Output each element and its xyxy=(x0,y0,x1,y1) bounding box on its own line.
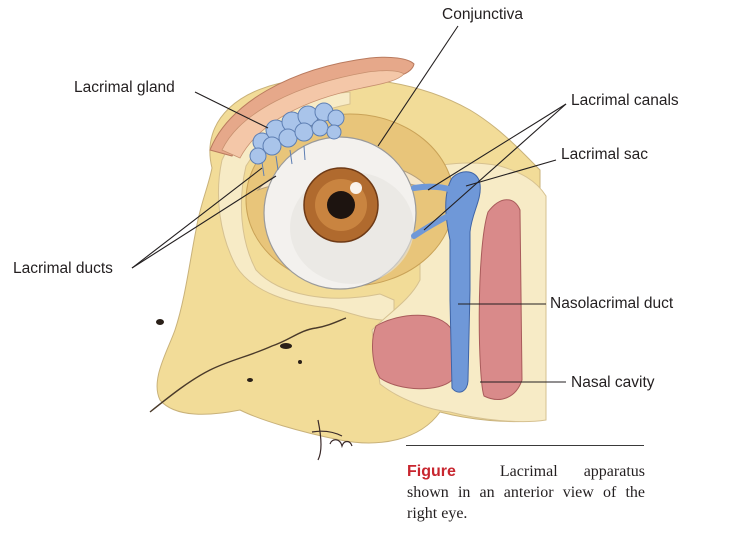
label-conjunctiva: Conjunctiva xyxy=(442,6,523,24)
caption-rule xyxy=(406,445,644,446)
label-nasolacrimal-duct: Nasolacrimal duct xyxy=(550,295,673,313)
nasal-cavity xyxy=(373,315,452,389)
label-nasal-cavity: Nasal cavity xyxy=(571,374,655,392)
label-lacrimal-canals: Lacrimal canals xyxy=(571,92,679,110)
label-lacrimal-ducts: Lacrimal ducts xyxy=(13,260,113,278)
eye-highlight xyxy=(350,182,362,194)
caption-figure-word: Figure xyxy=(407,463,456,480)
label-lacrimal-gland: Lacrimal gland xyxy=(74,79,175,97)
label-lacrimal-sac: Lacrimal sac xyxy=(561,146,648,164)
pupil xyxy=(327,191,355,219)
nasal-cavity-right xyxy=(479,200,522,400)
